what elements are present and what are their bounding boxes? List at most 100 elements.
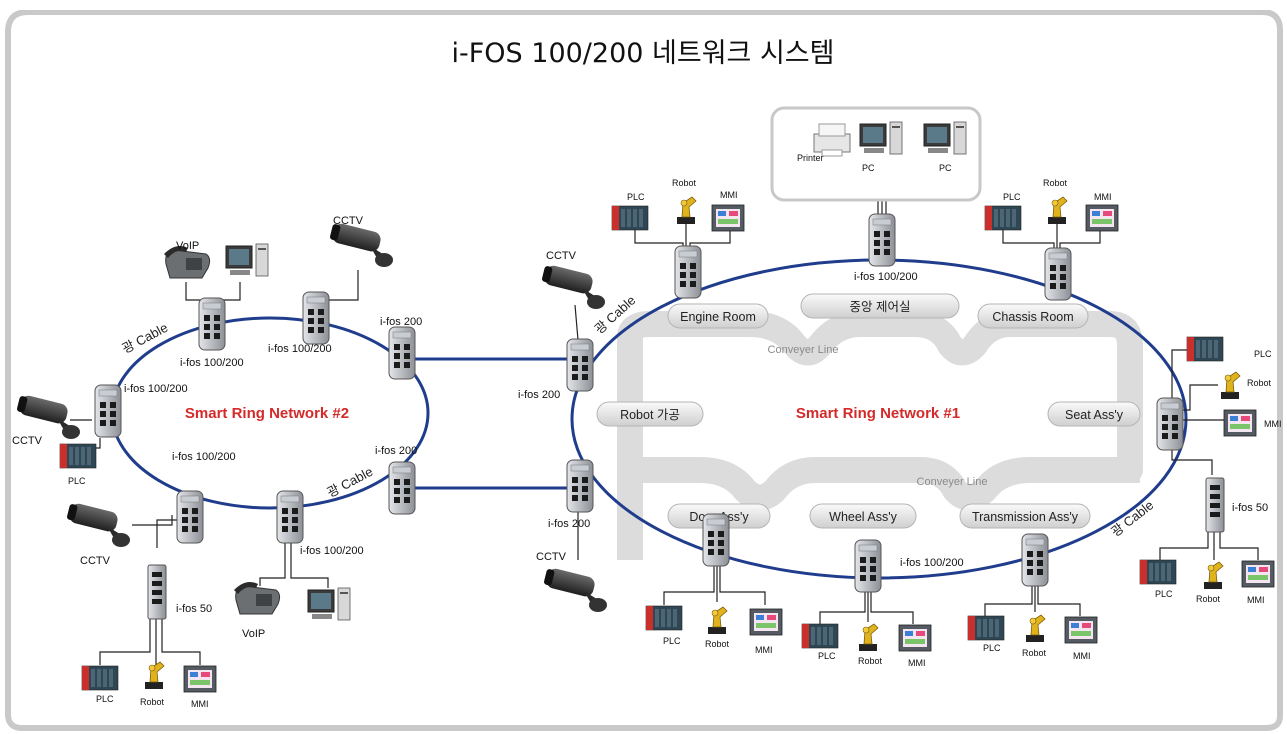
switch-voip-bottom <box>276 490 304 544</box>
robot-icon <box>1047 196 1068 225</box>
svg-text:Transmission Ass'y: Transmission Ass'y <box>972 510 1079 524</box>
robot-icon <box>1025 614 1046 643</box>
cctv-icon <box>66 502 130 547</box>
plc-label: PLC <box>627 192 645 202</box>
mmi-icon <box>898 624 932 652</box>
switch-label: i-fos 50 <box>176 603 212 615</box>
ring-2-title: Smart Ring Network #2 <box>185 405 349 422</box>
ring-1-title: Smart Ring Network #1 <box>796 405 960 422</box>
station-engine-room: Engine Room <box>667 303 769 329</box>
switch-label: i-fos 100/200 <box>300 545 364 557</box>
switch-door <box>702 513 730 567</box>
conveyer-label-bottom: Conveyer Line <box>917 476 988 488</box>
diagram-title: i-FOS 100/200 네트워크 시스템 <box>452 38 835 69</box>
station-chassis-room: Chassis Room <box>977 303 1089 329</box>
phone-icon <box>233 581 281 615</box>
switch-label: i-fos 100/200 <box>268 343 332 355</box>
switch-label: i-fos 100/200 <box>172 451 236 463</box>
robot-icon <box>676 196 697 225</box>
voip-label: VoIP <box>176 240 199 252</box>
station-wheel: Wheel Ass'y <box>809 503 917 529</box>
plc-icon <box>1139 559 1177 585</box>
mmi-label: MMI <box>1073 651 1091 661</box>
plc-icon <box>81 665 119 691</box>
robot-icon <box>707 606 728 635</box>
mmi-label: MMI <box>908 658 926 668</box>
mmi-label: MMI <box>755 645 773 655</box>
plc-label: PLC <box>983 643 1001 653</box>
switch-engine-room <box>674 245 702 299</box>
plc-label: PLC <box>818 651 836 661</box>
switch-link-top <box>566 338 594 392</box>
pc-icon <box>923 121 967 155</box>
svg-text:Engine Room: Engine Room <box>680 310 756 324</box>
robot-label: Robot <box>672 178 697 188</box>
plc-label: PLC <box>96 694 114 704</box>
cctv-label: CCTV <box>80 555 111 567</box>
plc-label: PLC <box>1003 192 1021 202</box>
svg-text:Chassis Room: Chassis Room <box>992 310 1073 324</box>
cable-label-ring2-top: 광 Cable <box>119 320 170 357</box>
pc-label: PC <box>939 163 952 173</box>
plc-label: PLC <box>1254 349 1272 359</box>
printer-icon <box>813 123 851 157</box>
cable-label-ring1-right: 광 Cable <box>1108 497 1156 539</box>
switch-cctv-left <box>94 384 122 438</box>
cctv-icon <box>16 394 80 439</box>
switch-label: i-fos 200 <box>518 389 560 401</box>
cctv-icon <box>541 264 605 309</box>
plc-icon <box>611 205 649 231</box>
switch-transmission <box>1021 533 1049 587</box>
switch-label: i-fos 100/200 <box>180 357 244 369</box>
robot-label: Robot <box>1022 648 1047 658</box>
diagram-frame <box>5 9 1283 731</box>
pc-label: PC <box>862 163 875 173</box>
station-transmission: Transmission Ass'y <box>959 503 1091 529</box>
mmi-icon <box>1223 409 1257 437</box>
switch-label: i-fos 200 <box>375 445 417 457</box>
plc-icon <box>59 443 97 469</box>
mmi-label: MMI <box>191 699 209 709</box>
svg-text:중앙 제어실: 중앙 제어실 <box>850 300 911 314</box>
cctv-label: CCTV <box>12 435 43 447</box>
svg-text:Robot 가공: Robot 가공 <box>620 408 680 422</box>
mmi-label: MMI <box>1094 192 1112 202</box>
switch-chassis-room <box>1044 247 1072 301</box>
plc-icon <box>967 615 1005 641</box>
svg-text:Seat Ass'y: Seat Ass'y <box>1065 408 1124 422</box>
switch-voip <box>198 297 226 351</box>
switch-label: i-fos 100/200 <box>900 557 964 569</box>
robot-icon <box>1203 561 1224 590</box>
mmi-icon <box>1085 204 1119 232</box>
cctv-label: CCTV <box>546 250 577 262</box>
plc-icon <box>645 605 683 631</box>
robot-label: Robot <box>140 697 165 707</box>
pc-icon <box>859 121 903 155</box>
robot-label: Robot <box>1043 178 1068 188</box>
robot-icon <box>144 661 165 690</box>
voip-label: VoIP <box>242 628 265 640</box>
robot-label: Robot <box>858 656 883 666</box>
robot-label: Robot <box>1196 594 1221 604</box>
station-control-room: 중앙 제어실 <box>800 293 960 319</box>
robot-icon <box>1220 371 1241 400</box>
switch-label: i-fos 200 <box>548 518 590 530</box>
mmi-icon <box>183 665 217 693</box>
switch-cctv-top <box>302 291 330 345</box>
cctv-label: CCTV <box>333 215 364 227</box>
robot-icon <box>858 623 879 652</box>
pc-icon <box>225 243 269 277</box>
cctv-icon <box>329 222 393 267</box>
switch-ifos50-left <box>147 564 167 620</box>
plc-icon <box>1186 336 1224 362</box>
plc-icon <box>984 205 1022 231</box>
switch-seat <box>1156 397 1184 451</box>
mmi-label: MMI <box>1247 595 1265 605</box>
pc-icon <box>307 587 351 621</box>
mmi-icon <box>711 204 745 232</box>
switch-control-room <box>868 213 896 267</box>
switch-wheel <box>854 539 882 593</box>
switch-ifos50-right <box>1205 477 1225 533</box>
mmi-icon <box>749 608 783 636</box>
